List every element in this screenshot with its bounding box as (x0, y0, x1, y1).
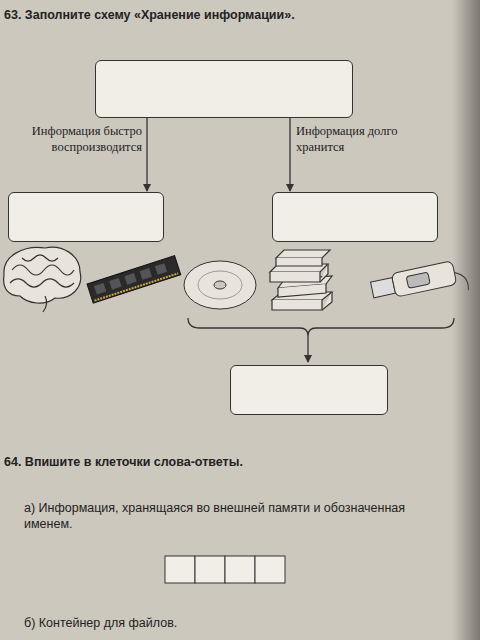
books-stack (270, 250, 332, 310)
arrow-connector (289, 118, 290, 191)
answer-box (8, 192, 164, 242)
flash-drive (370, 258, 469, 309)
page-shadow (452, 0, 480, 640)
title: 63. Заполните схему «Хранение информации… (4, 8, 444, 22)
bracket (188, 318, 454, 362)
brain-picture (4, 247, 81, 312)
answer-box (272, 192, 438, 242)
arrow-connector (146, 118, 147, 191)
answer-box (95, 60, 353, 118)
note-text: б) Контейнер для файлов. (24, 615, 444, 631)
arrow-label: Информация долго хранится (296, 124, 406, 155)
arrow-label: Информация быстро воспроизводится (24, 124, 142, 155)
note-text: а) Информация, хранящаяся во внешней пам… (24, 500, 444, 533)
compact-disc (184, 261, 256, 309)
answer-cells (165, 556, 285, 583)
answer-box (230, 365, 388, 415)
note-text: 64. Впишите в клеточки слова-ответы. (4, 455, 444, 469)
memory-module (87, 256, 181, 303)
